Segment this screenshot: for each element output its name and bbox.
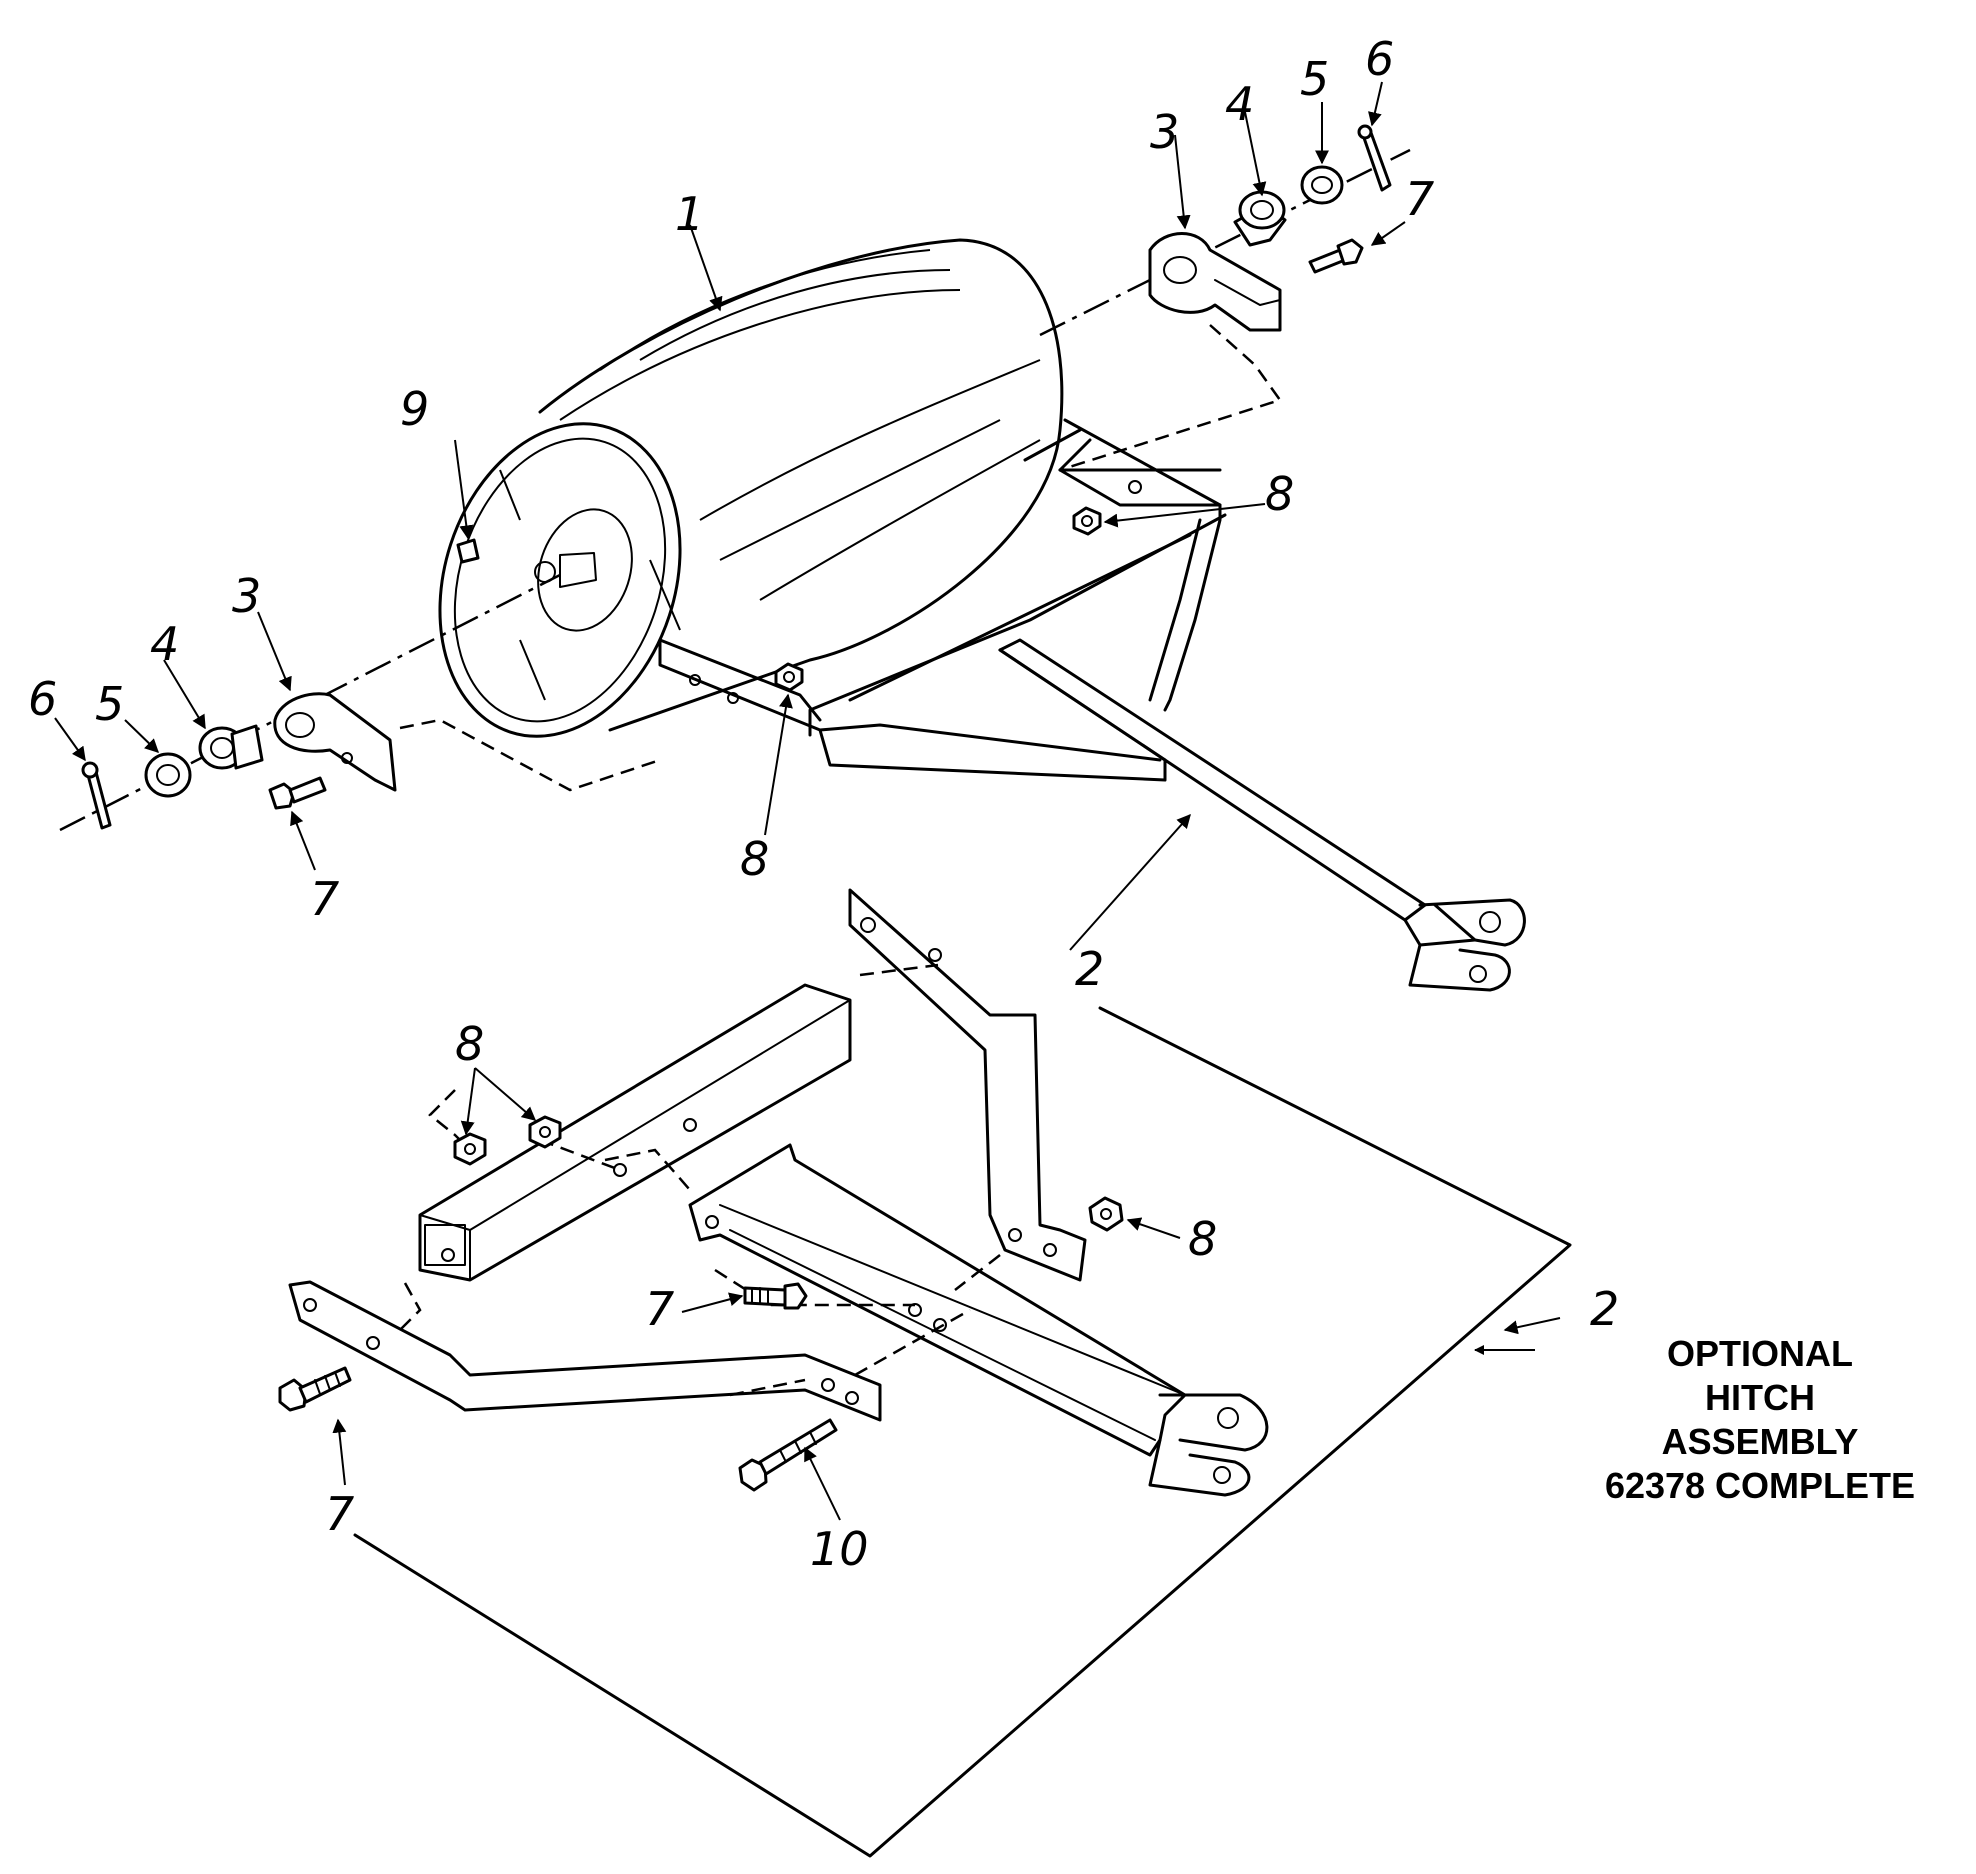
bolt-right	[1308, 238, 1364, 274]
callout-bolt-opt-mid: 7	[645, 1282, 674, 1336]
optional-label-line3: ASSEMBLY	[1662, 1421, 1859, 1462]
bolt-left	[268, 776, 327, 810]
callout-cotter-left: 6	[28, 672, 57, 726]
bearing-right	[1233, 190, 1287, 247]
callout-bearing-right: 4	[1225, 77, 1254, 131]
callout-bolt-opt-left: 7	[325, 1487, 354, 1541]
callout-bracket-left: 3	[232, 569, 261, 623]
callout-bolt-right: 7	[1405, 172, 1434, 226]
roller-drum	[438, 238, 1064, 738]
callout-nut-frame-mid: 8	[740, 832, 769, 886]
axle-center-line	[59, 148, 1411, 832]
optional-label-line2: HITCH	[1705, 1377, 1815, 1418]
callout-nut-opt-top: 8	[455, 1017, 484, 1071]
bearing-left	[198, 724, 264, 770]
hitch-frame	[658, 418, 1526, 992]
callout-plug: 9	[400, 382, 429, 436]
opt-nut-top-a	[453, 1132, 487, 1166]
guide-line-left	[399, 718, 661, 792]
cotter-pin-left	[81, 761, 112, 830]
callout-drum: 1	[675, 187, 704, 241]
cotter-pin-right	[1357, 124, 1392, 192]
callout-nut-opt-right: 8	[1188, 1212, 1217, 1266]
guide-line-right	[1059, 324, 1283, 472]
callout-washer-left: 5	[95, 677, 124, 731]
opt-bolt-mid	[743, 1282, 808, 1310]
callout-bracket-right: 3	[1150, 105, 1179, 159]
optional-hitch-label: OPTIONAL HITCH ASSEMBLY 62378 COMPLETE	[1605, 1333, 1915, 1506]
fill-plug	[456, 538, 480, 564]
callout-cotter-right: 6	[1365, 32, 1394, 86]
callout-bolt-left: 7	[310, 872, 339, 926]
optional-label-line4: 62378 COMPLETE	[1605, 1465, 1915, 1506]
callout-washer-right: 5	[1300, 52, 1329, 106]
opt-bolt-left	[278, 1366, 352, 1412]
optional-label-line1: OPTIONAL	[1667, 1333, 1853, 1374]
callout-bearing-left: 4	[150, 617, 179, 671]
optional-enclosure	[353, 1006, 1572, 1858]
washer-left	[144, 752, 192, 798]
callout-frame-main: 2	[1075, 942, 1104, 996]
frame-nut-right	[1072, 506, 1102, 536]
callout-nut-frame-right: 8	[1265, 467, 1294, 521]
frame-nut-mid	[774, 662, 804, 692]
opt-nut-right	[1088, 1196, 1124, 1232]
bracket-left	[273, 692, 397, 792]
callout-frame-optional: 2	[1590, 1282, 1619, 1336]
leader-lines	[54, 81, 1561, 1521]
bracket-right	[1148, 232, 1282, 332]
washer-right	[1300, 165, 1344, 205]
frame-hole	[1128, 480, 1142, 494]
opt-nut-top-b	[528, 1115, 562, 1149]
callout-bolt-long: 10	[810, 1522, 869, 1576]
optional-hitch-assembly	[278, 888, 1572, 1858]
opt-bolt-long	[738, 1418, 838, 1492]
